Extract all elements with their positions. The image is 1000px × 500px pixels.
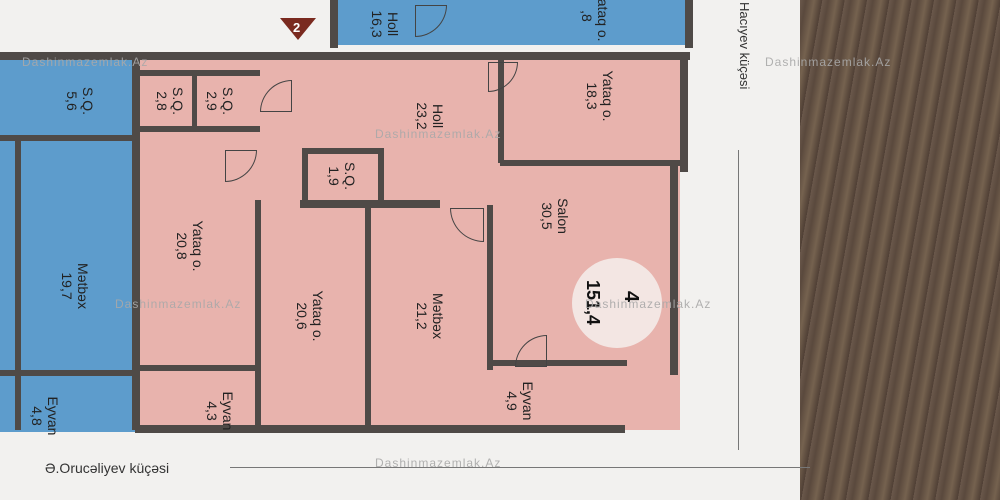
wall-neighbor-mid	[0, 135, 135, 141]
wall-sq-box-right	[378, 148, 384, 203]
wall-top-neighbor	[330, 0, 338, 48]
street-right-line	[738, 150, 739, 450]
neighbor-top-apartment	[330, 0, 690, 45]
room-label: Eyvan 4,9	[504, 381, 536, 421]
room-label: Holl 16,3	[369, 10, 401, 38]
wall-salon-bottom	[487, 360, 627, 366]
room-label: Yataq o. 20,8	[174, 220, 206, 272]
room-label: Eyvan 4,8	[29, 396, 61, 436]
room-label: S.Q. 5,6	[64, 86, 96, 115]
room-label: Yataq o. 18,3	[584, 70, 616, 122]
room-label: S.Q. 2,9	[204, 86, 236, 115]
wooden-table-background	[800, 0, 1000, 500]
wall-sq-box-top	[305, 148, 383, 154]
wall-sq-top-row	[140, 70, 260, 76]
wall-salon-left	[487, 205, 493, 370]
entrance-marker-icon	[280, 18, 316, 40]
wall-right	[680, 52, 688, 172]
entrance-number: 2	[293, 20, 301, 35]
wall-bedroom-top	[500, 160, 685, 166]
room-label: S.Q. 2,8	[154, 86, 186, 115]
wall-sq-box-left	[302, 148, 308, 203]
room-label: Salon 30,5	[539, 198, 571, 234]
wall-kitchen-left	[365, 205, 371, 427]
watermark: Dashinmazemlak.Az	[375, 127, 502, 141]
wall-top	[0, 52, 690, 60]
wall-bottom	[135, 425, 625, 433]
wall-bedroom-left	[498, 58, 504, 163]
wall-bedroom2-left	[255, 200, 261, 425]
street-right: Hacıyev küçəsi	[737, 2, 752, 90]
wall-right-lower	[670, 165, 678, 375]
apartment-badge	[572, 258, 662, 348]
wall-sq-divider	[192, 70, 197, 130]
watermark: Dashinmazemlak.Az	[22, 55, 149, 69]
wall-neighbor-bottom	[0, 370, 135, 376]
watermark: Dashinmazemlak.Az	[375, 456, 502, 470]
room-label: Eyvan 4,3	[204, 391, 236, 431]
wall-neighbor-inner	[15, 140, 21, 430]
watermark: Dashinmazemlak.Az	[115, 297, 242, 311]
room-label: Mətbəx 21,2	[414, 293, 446, 339]
room-label: Mətbəx 19,7	[59, 263, 91, 309]
wall-bedroom1-bottom	[135, 365, 260, 371]
wall-top-neighbor-right	[685, 0, 693, 48]
street-bottom-line	[230, 467, 810, 468]
watermark: Dashinmazemlak.Az	[585, 297, 712, 311]
wall-left-apt	[132, 58, 140, 430]
room-label: Yataq o. 20,6	[294, 290, 326, 342]
street-bottom: Ə.Orucəliyev küçəsi	[45, 460, 170, 476]
watermark: Dashinmazemlak.Az	[765, 55, 892, 69]
wall-sq-bottom	[140, 126, 260, 132]
room-label: Yataq o. ,8	[579, 0, 611, 42]
wall-corridor-h	[300, 200, 440, 208]
room-label: S.Q. 1,9	[326, 161, 358, 190]
